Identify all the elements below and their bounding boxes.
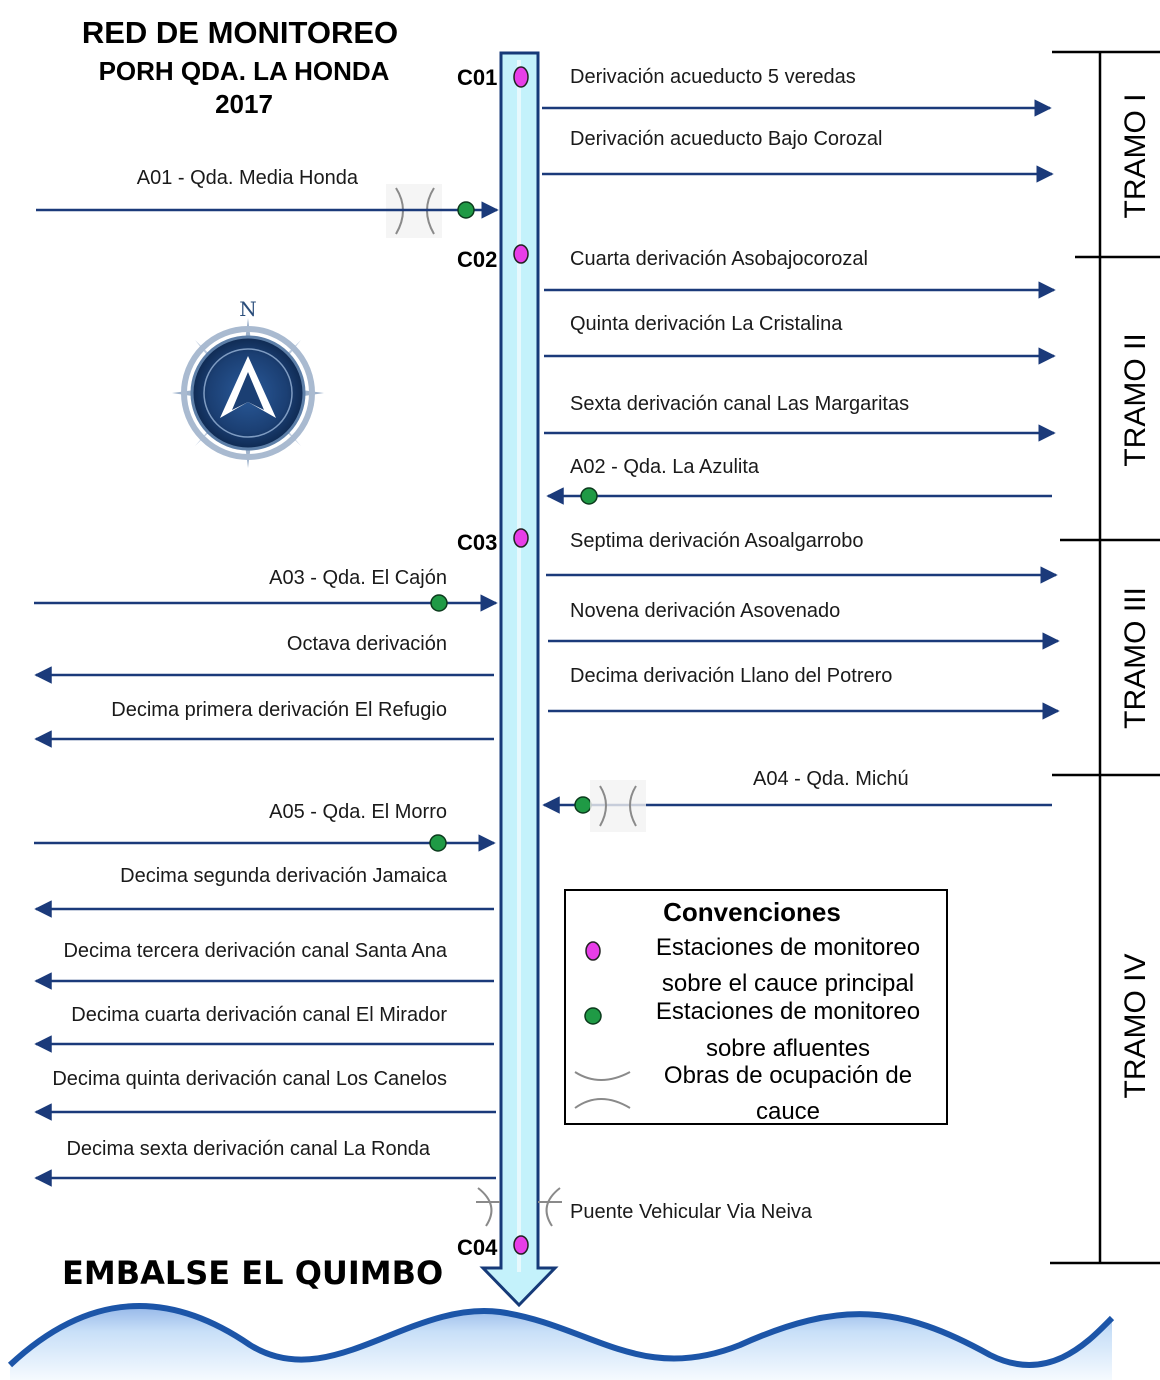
station-c03-marker: [513, 528, 529, 548]
title-block: RED DE MONITOREO PORH QDA. LA HONDA 2017: [82, 15, 398, 119]
station-c04-label: C04: [457, 1235, 498, 1260]
channel-works-a04-icon: [590, 780, 646, 832]
title-line-1: RED DE MONITOREO: [82, 15, 398, 50]
tramo-4-label: TRAMO IV: [1119, 953, 1152, 1098]
bridge-channel-works-icon: [476, 1187, 562, 1227]
right-label-6: A02 - Qda. La Azulita: [570, 456, 760, 478]
tramo-1-label: TRAMO I: [1119, 94, 1152, 219]
tributary-station-a02-marker: [580, 487, 598, 505]
station-c01-label: C01: [457, 65, 497, 90]
left-label-8: Decima cuarta derivación canal El Mirado…: [71, 1004, 447, 1026]
tributary-station-a05-marker: [429, 834, 447, 852]
right-side-flows: Derivación acueducto 5 veredas Derivació…: [542, 66, 1060, 1223]
right-label-3: Cuarta derivación Asobajocorozal: [570, 248, 868, 270]
reservoir-label: EMBALSE EL QUIMBO: [62, 1254, 443, 1292]
right-label-11: Puente Vehicular Via Neiva: [570, 1201, 813, 1223]
tramo-sections: [1050, 50, 1160, 1265]
legend-item-2-line-1: Estaciones de monitoreo: [656, 998, 920, 1025]
left-label-7: Decima tercera derivación canal Santa An…: [63, 940, 447, 962]
tributary-station-a04-marker: [574, 796, 592, 814]
left-label-4: Decima primera derivación El Refugio: [111, 699, 447, 721]
station-c04-marker: [513, 1235, 529, 1255]
left-label-1: A01 - Qda. Media Honda: [137, 167, 359, 189]
right-label-9: Decima derivación Llano del Potrero: [570, 665, 892, 687]
station-c01-marker: [513, 66, 529, 88]
legend-item-2-line-2: sobre afluentes: [706, 1035, 870, 1062]
right-label-8: Novena derivación Asovenado: [570, 600, 840, 622]
legend-item-3-line-2: cauce: [756, 1098, 820, 1125]
compass-north-label: N: [239, 297, 257, 321]
left-label-5: A05 - Qda. El Morro: [269, 801, 447, 823]
left-label-10: Decima sexta derivación canal La Ronda: [66, 1138, 430, 1160]
tramo-2-label: TRAMO II: [1119, 333, 1152, 466]
station-c02-marker: [513, 244, 529, 264]
reservoir-water-waves: [7, 1302, 1115, 1380]
legend-item-1-line-2: sobre el cauce principal: [662, 970, 914, 997]
station-c03-label: C03: [457, 530, 497, 555]
main-channel-stations: C01 C02 C03 C04: [457, 65, 529, 1260]
legend-item-1-line-1: Estaciones de monitoreo: [656, 934, 920, 961]
right-label-1: Derivación acueducto 5 veredas: [570, 66, 856, 88]
main-river-channel: [479, 51, 559, 1308]
left-label-9: Decima quinta derivación canal Los Canel…: [52, 1068, 447, 1090]
tributary-station-a03-marker: [430, 594, 448, 612]
right-label-10: A04 - Qda. Michú: [753, 768, 909, 790]
legend-box: Convenciones Estaciones de monitoreo sob…: [564, 889, 948, 1125]
tributary-station-a01-marker: [457, 201, 475, 219]
legend-main-station-icon: [585, 941, 601, 961]
left-label-3: Octava derivación: [287, 633, 447, 655]
legend-tributary-station-icon: [584, 1007, 602, 1025]
left-label-2: A03 - Qda. El Cajón: [269, 567, 447, 589]
legend-channel-works-icon: [574, 1071, 631, 1109]
title-line-3: 2017: [215, 89, 273, 119]
right-label-4: Quinta derivación La Cristalina: [570, 313, 843, 335]
tramo-3-label: TRAMO III: [1119, 587, 1152, 729]
right-label-7: Septima derivación Asoalgarrobo: [570, 530, 864, 552]
right-label-2: Derivación acueducto Bajo Corozal: [570, 128, 882, 150]
compass-rose-icon: N: [172, 297, 324, 468]
right-label-5: Sexta derivación canal Las Margaritas: [570, 393, 909, 415]
left-label-6: Decima segunda derivación Jamaica: [120, 865, 448, 887]
legend-item-3-line-1: Obras de ocupación de: [664, 1062, 912, 1089]
station-c02-label: C02: [457, 247, 497, 272]
left-side-flows: A01 - Qda. Media Honda A03 - Qda. El Caj…: [34, 167, 499, 1187]
title-line-2: PORH QDA. LA HONDA: [99, 56, 390, 86]
legend-heading: Convenciones: [663, 897, 841, 927]
